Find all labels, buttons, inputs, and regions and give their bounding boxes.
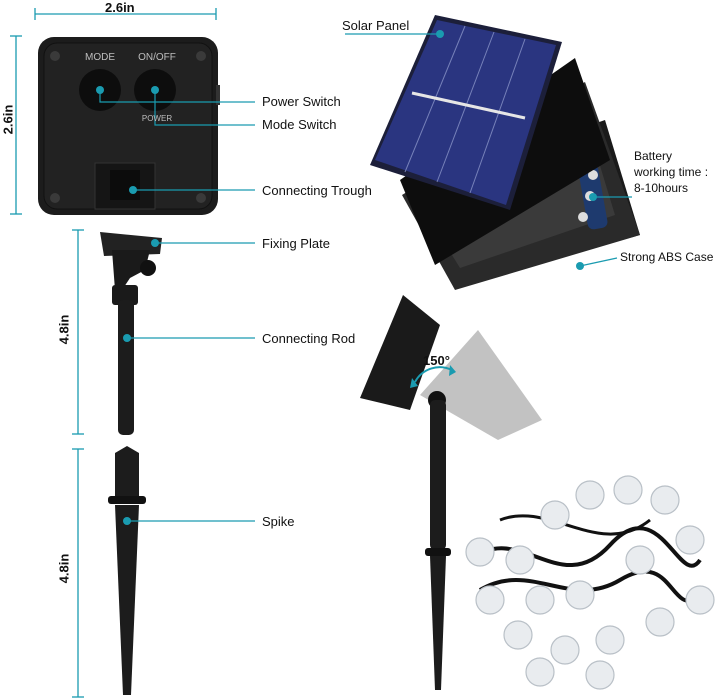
stake-upper [100, 232, 162, 435]
mode-text: MODE [85, 52, 115, 63]
spike-label: Spike [262, 514, 295, 529]
callout-dots [96, 30, 597, 525]
power-text: POWER [142, 114, 172, 123]
mode-switch-label: Mode Switch [262, 117, 337, 132]
rotation-angle-label: 150° [423, 353, 450, 368]
height-dimension-label: 2.6in [0, 104, 16, 135]
power-switch-label: Power Switch [262, 94, 341, 109]
solar-panel-label: Solar Panel [342, 18, 410, 33]
battery-working-label: working time : [634, 165, 709, 179]
string-lights [465, 475, 715, 690]
width-dimension-label: 2.6in [105, 0, 135, 15]
dimension-lines [10, 8, 217, 698]
onoff-text: ON/OFF [138, 52, 176, 63]
control-box [38, 37, 220, 215]
solar-panel [370, 15, 562, 210]
connecting-trough-label: Connecting Trough [262, 183, 372, 198]
assembled-stake [360, 295, 542, 690]
rod-length-label: 4.8in [56, 314, 72, 345]
spike-length-label: 4.8in [56, 553, 72, 584]
fixing-plate-label: Fixing Plate [262, 236, 330, 251]
battery-hours-label: 8-10hours [634, 181, 689, 195]
stake-spike [108, 446, 146, 695]
connecting-rod-label: Connecting Rod [262, 331, 356, 346]
abs-case-label: Strong ABS Case [620, 250, 714, 264]
battery-label: Battery [634, 149, 673, 163]
